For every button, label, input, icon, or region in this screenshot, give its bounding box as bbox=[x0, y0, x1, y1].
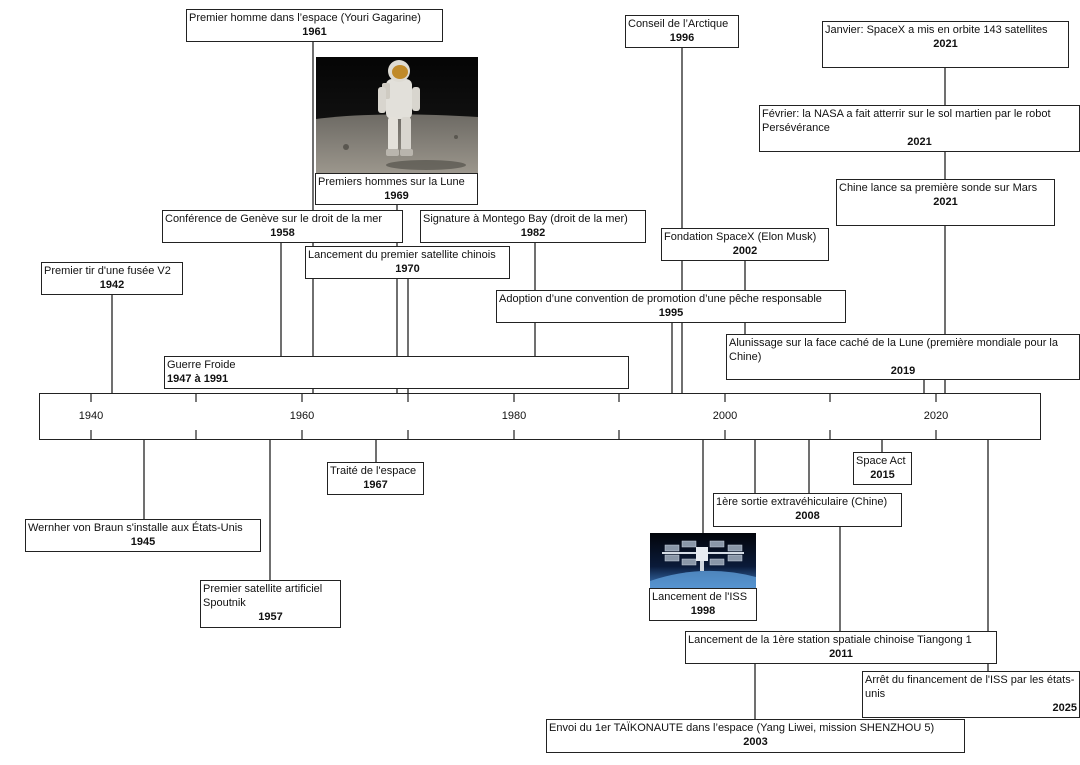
event-lancement-iss: Lancement de l'ISS 1998 bbox=[649, 588, 757, 621]
event-fusee-v2: Premier tir d'une fusée V2 1942 bbox=[41, 262, 183, 295]
event-tiangong: Lancement de la 1ère station spatiale ch… bbox=[685, 631, 997, 664]
event-geneve: Conférence de Genève sur le droit de la … bbox=[162, 210, 403, 243]
event-space-act: Space Act 2015 bbox=[853, 452, 912, 485]
event-fevrier-nasa: Février: la NASA a fait atterrir sur le … bbox=[759, 105, 1080, 152]
tick-1980: 1980 bbox=[501, 410, 527, 422]
tick-2000: 2000 bbox=[712, 410, 738, 422]
moon-astronaut-photo bbox=[316, 57, 478, 174]
event-satellite-chinois: Lancement du premier satellite chinois 1… bbox=[305, 246, 510, 279]
event-peche-responsable: Adoption d’une convention de promotion d… bbox=[496, 290, 846, 323]
event-sortie-extravehiculaire: 1ère sortie extravéhiculaire (Chine) 200… bbox=[713, 493, 902, 527]
event-von-braun: Wernher von Braun s'installe aux États-U… bbox=[25, 519, 261, 552]
event-conseil-arctique: Conseil de l’Arctique 1996 bbox=[625, 15, 739, 48]
tick-1940: 1940 bbox=[78, 410, 104, 422]
event-guerre-froide: Guerre Froide 1947 à 1991 bbox=[164, 356, 629, 389]
event-yang-liwei: Envoi du 1er TAÏKONAUTE dans l’espace (Y… bbox=[546, 719, 965, 753]
iss-station-photo bbox=[650, 533, 756, 589]
event-premiers-hommes-lune: Premiers hommes sur la Lune 1969 bbox=[315, 173, 478, 205]
event-fondation-spacex: Fondation SpaceX (Elon Musk) 2002 bbox=[661, 228, 829, 261]
event-traite-espace: Traité de l'espace 1967 bbox=[327, 462, 424, 495]
event-chine-mars: Chine lance sa première sonde sur Mars 2… bbox=[836, 179, 1055, 226]
event-montego-bay: Signature à Montego Bay (droit de la mer… bbox=[420, 210, 646, 243]
event-janvier-spacex: Janvier: SpaceX a mis en orbite 143 sate… bbox=[822, 21, 1069, 68]
timeline-axis bbox=[39, 393, 1041, 440]
event-spoutnik: Premier satellite artificiel Spoutnik 19… bbox=[200, 580, 341, 628]
event-gagarine: Premier homme dans l’espace (Youri Gagar… bbox=[186, 9, 443, 42]
event-arret-iss: Arrêt du financement de l'ISS par les ét… bbox=[862, 671, 1080, 718]
tick-2020: 2020 bbox=[923, 410, 949, 422]
tick-1960: 1960 bbox=[289, 410, 315, 422]
event-face-cachee-lune: Alunissage sur la face caché de la Lune … bbox=[726, 334, 1080, 380]
